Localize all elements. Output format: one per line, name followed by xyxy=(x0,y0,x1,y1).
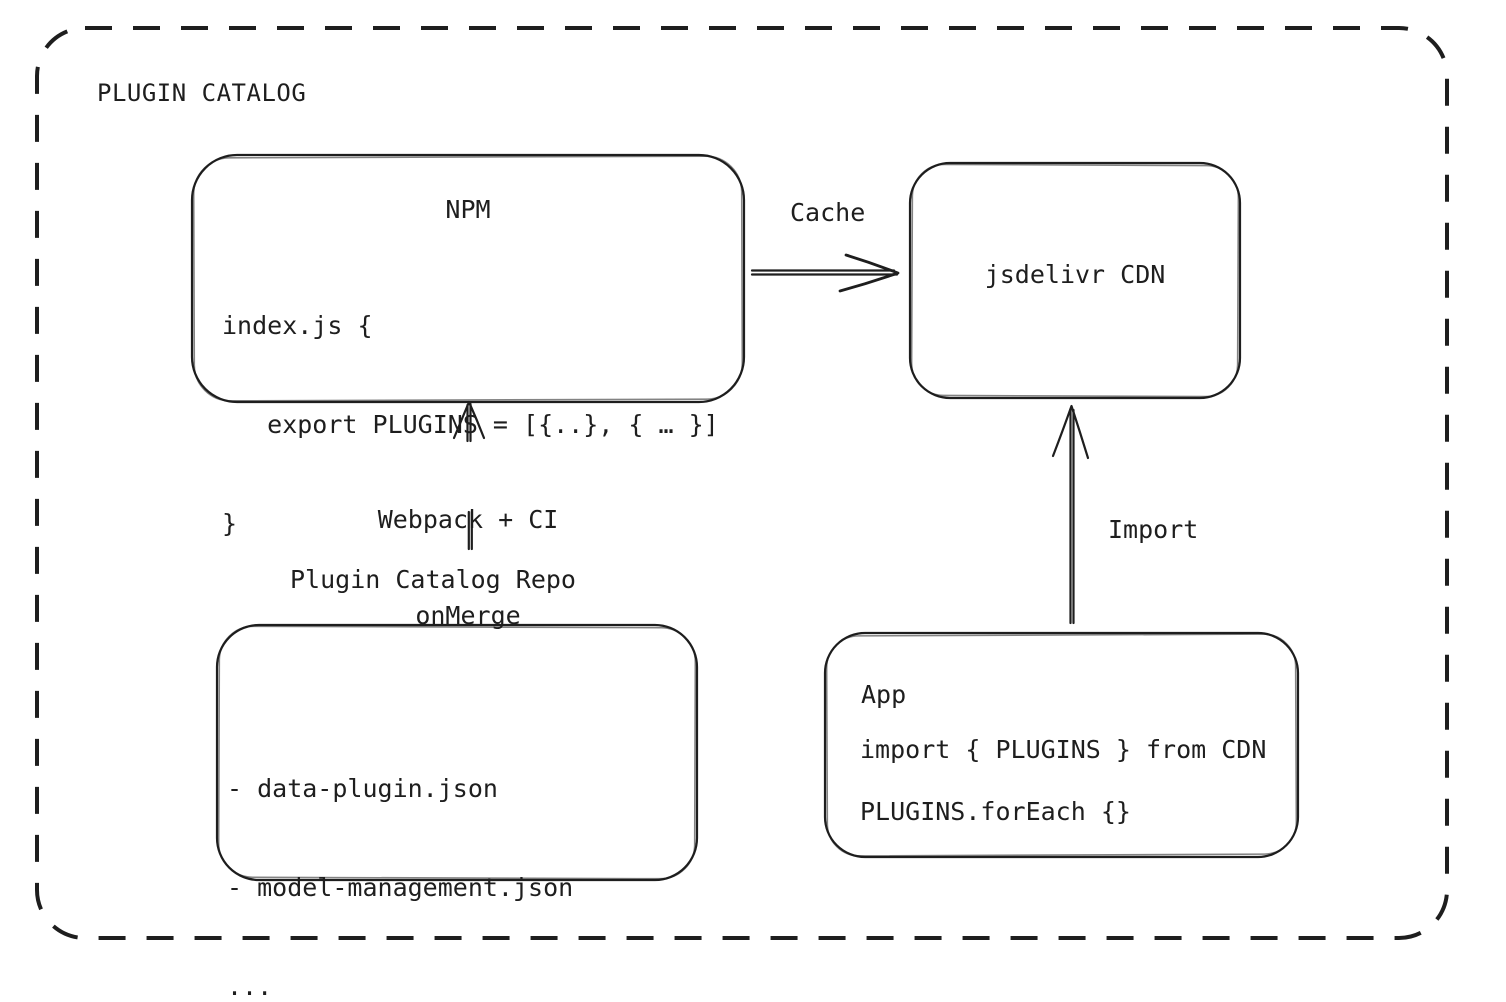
list-item: ... xyxy=(227,972,273,1001)
build-arrow-label-line: Webpack + CI xyxy=(377,505,559,534)
catalog-boundary-frame xyxy=(35,26,1449,940)
app-code-line-foreach: PLUGINS.forEach {} xyxy=(860,797,1131,826)
npm-box-title: NPM xyxy=(445,195,491,224)
list-item: - data-plugin.json xyxy=(227,774,498,803)
repo-file-list: - data-plugin.json - model-management.js… xyxy=(227,706,573,1002)
build-arrow-label-line: onMerge xyxy=(415,601,521,630)
npm-code-block: index.js { export PLUGINS = [{..}, { … }… xyxy=(222,243,719,606)
cache-arrow-label: Cache xyxy=(790,198,866,227)
import-arrow xyxy=(1051,404,1090,625)
diagram-title: PLUGIN CATALOG xyxy=(97,79,307,107)
cache-arrow xyxy=(750,253,900,293)
build-arrow xyxy=(452,400,486,551)
repo-box-label: Plugin Catalog Repo xyxy=(290,565,576,594)
cdn-box-title: jsdelivr CDN xyxy=(984,260,1166,289)
import-arrow-label: Import xyxy=(1108,515,1199,544)
cdn-box xyxy=(908,161,1242,400)
app-box xyxy=(823,631,1300,859)
app-box-title: App xyxy=(861,680,907,709)
code-line: index.js { xyxy=(222,311,373,340)
app-code-line-import: import { PLUGINS } from CDN xyxy=(860,735,1267,764)
repo-box xyxy=(215,623,699,882)
build-arrow-label: Webpack + CI onMerge xyxy=(318,440,618,696)
code-line: export PLUGINS = [{..}, { … }] xyxy=(222,410,719,439)
code-line: } xyxy=(222,509,238,538)
list-item: - model-management.json xyxy=(227,873,574,902)
